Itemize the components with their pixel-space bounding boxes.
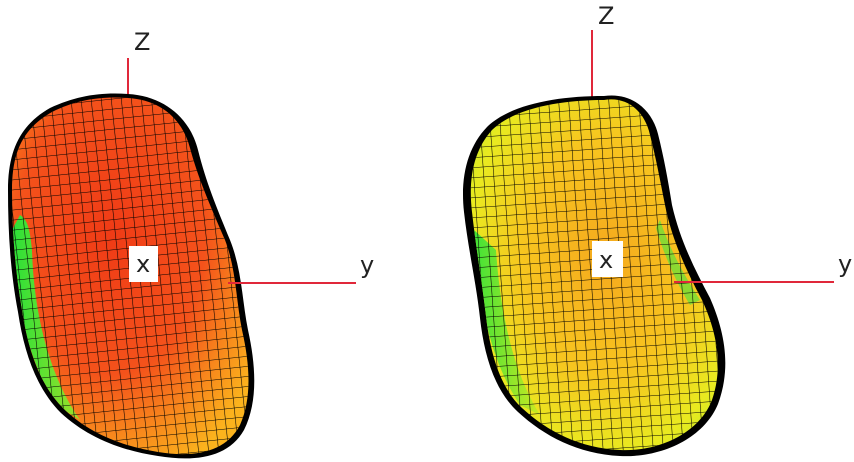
- right-y-axis-label: y: [838, 250, 852, 278]
- right-z-axis-label: Z: [598, 2, 614, 30]
- left-x-axis-label: x: [136, 250, 150, 278]
- right-x-label-box: [592, 241, 623, 277]
- left-x-label-box: [129, 246, 158, 282]
- left-z-axis-label: Z: [134, 28, 150, 56]
- right-panel: Z y x: [463, 2, 852, 457]
- left-y-axis-label: y: [360, 251, 374, 279]
- left-panel: Z y x: [8, 28, 374, 459]
- right-x-axis-label: x: [599, 246, 613, 274]
